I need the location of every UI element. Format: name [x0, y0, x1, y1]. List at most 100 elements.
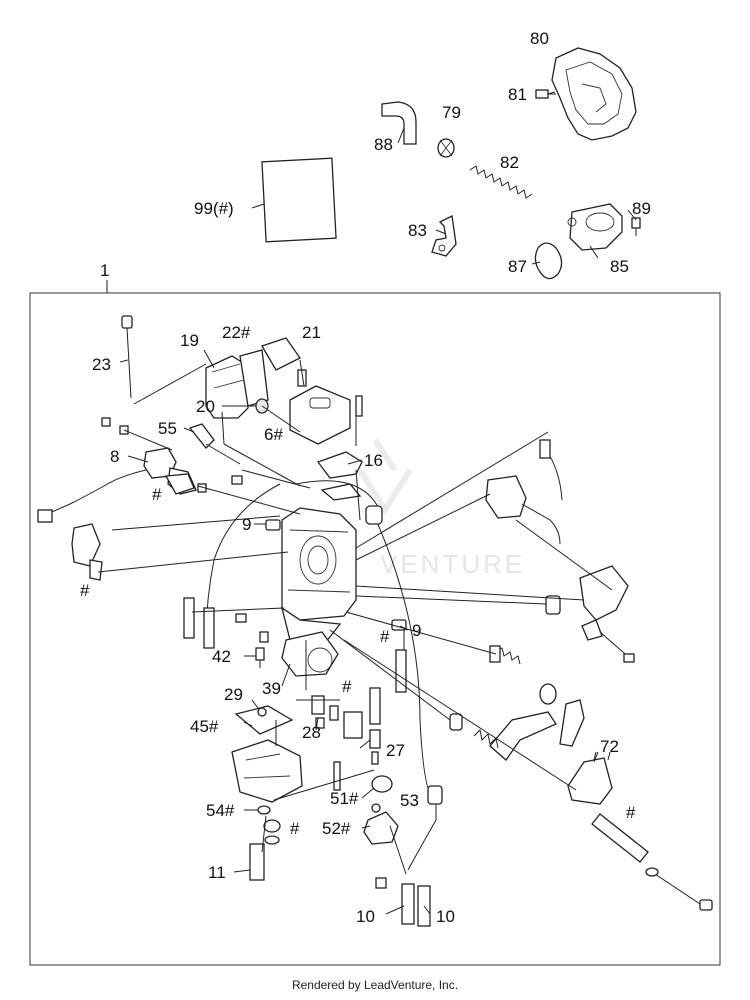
part-accelerator-pump[interactable]	[329, 705, 363, 739]
watermark-logo	[357, 438, 413, 516]
callout-19: 19	[180, 331, 199, 350]
callout-plug-hash: #	[290, 819, 300, 838]
callout-11: 11	[208, 863, 226, 882]
part-10-hose-left[interactable]	[401, 883, 415, 925]
callout-51: 51#	[330, 789, 359, 808]
part-screw-right[interactable]	[599, 631, 635, 663]
callout-54: 54#	[206, 801, 235, 820]
callout-hash-right: #	[380, 627, 390, 646]
part-washer[interactable]	[264, 835, 280, 845]
part-6-cover[interactable]	[289, 385, 363, 445]
part-idle-lever[interactable]	[71, 523, 103, 581]
part-99-gasket-sheet[interactable]	[261, 157, 337, 243]
part-throttle-shaft[interactable]	[591, 813, 713, 911]
callout-28: 28	[302, 723, 321, 742]
callout-82: 82	[500, 153, 519, 172]
reference-lines	[97, 359, 613, 875]
callout-55: 55	[158, 419, 177, 438]
part-27-main-jet[interactable]	[369, 729, 381, 765]
part-42-screw[interactable]	[255, 647, 265, 668]
callout-21: 21	[302, 323, 321, 342]
part-22-gasket[interactable]	[239, 349, 269, 407]
callout-42: 42	[212, 647, 231, 666]
part-8-plate[interactable]	[164, 473, 195, 495]
callout-hash-left: #	[80, 581, 90, 600]
part-81-screw[interactable]	[535, 89, 556, 99]
part-39-throttle-bore[interactable]	[281, 631, 339, 677]
part-plug[interactable]	[263, 819, 281, 833]
vent-tube-b	[203, 607, 215, 649]
carburetor-assembly-frame	[29, 292, 721, 966]
callout-6: 6#	[264, 425, 283, 444]
callout-8-hash: #	[152, 485, 162, 504]
part-hot-start-plunger[interactable]	[485, 439, 563, 545]
footer-credit: Rendered by LeadVenture, Inc.	[291, 978, 459, 992]
part-54-o-ring[interactable]	[257, 805, 271, 815]
callout-22: 22#	[222, 323, 251, 342]
part-51-diaphragm[interactable]	[371, 775, 393, 793]
callout-87: 87	[508, 257, 527, 276]
vent-tube-a	[183, 597, 195, 639]
part-float-bowl[interactable]	[231, 739, 303, 803]
callout-83: 83	[408, 221, 427, 240]
carburetor-body[interactable]	[280, 507, 357, 643]
callout-10-left: 10	[356, 907, 375, 926]
watermark-text: VENTURE	[380, 549, 525, 579]
callout-16: 16	[364, 451, 383, 470]
callout-45: 45#	[190, 717, 219, 736]
part-9-fitting-left[interactable]	[265, 519, 281, 531]
part-79-clip[interactable]	[437, 138, 455, 158]
part-16-clamp[interactable]	[316, 451, 363, 501]
callout-99: 99(#)	[194, 199, 234, 218]
part-29-screw[interactable]	[257, 707, 267, 717]
part-11-hose[interactable]	[249, 843, 265, 881]
callout-28-hash: #	[342, 677, 352, 696]
part-pulley-spring[interactable]	[489, 645, 557, 705]
part-29-top-cover[interactable]	[234, 705, 294, 735]
part-52-pump-cover[interactable]	[363, 811, 399, 845]
vent-tube-c	[395, 649, 407, 693]
callout-10-right: 10	[436, 907, 455, 926]
part-88-elbow-hose[interactable]	[381, 101, 417, 145]
part-85-intake-boot[interactable]	[567, 203, 623, 251]
callout-29: 29	[224, 685, 243, 704]
callout-27: 27	[386, 741, 405, 760]
part-21-plate[interactable]	[261, 337, 307, 387]
part-87-o-ring[interactable]	[534, 242, 563, 280]
part-53-spring[interactable]	[371, 803, 381, 813]
callout-85: 85	[610, 257, 629, 276]
part-19-top-cap[interactable]	[205, 355, 249, 419]
callout-53: 53	[400, 791, 419, 810]
callout-89: 89	[632, 199, 651, 218]
callout-72-hash: #	[626, 803, 636, 822]
leader-lines	[119, 91, 637, 915]
part-80-cover[interactable]	[551, 47, 637, 141]
callout-79: 79	[442, 103, 461, 122]
callout-88: 88	[374, 135, 393, 154]
part-23-jet-needle[interactable]	[121, 315, 133, 399]
part-roller[interactable]	[545, 595, 561, 615]
part-83-bracket[interactable]	[431, 215, 457, 257]
hose-fitting-2	[427, 785, 443, 805]
part-throttle-arm[interactable]	[489, 699, 585, 761]
part-82-spring[interactable]	[469, 165, 533, 199]
callout-20: 20	[196, 397, 215, 416]
callout-1: 1	[100, 261, 109, 280]
overflow-hose	[375, 519, 437, 871]
part-72-bracket[interactable]	[567, 751, 613, 805]
callout-labels: 1 80 81 79 88 82 99(#) 83 89 87 85 23 19…	[80, 29, 651, 926]
callout-72: 72	[600, 737, 619, 756]
part-89-screw[interactable]	[631, 217, 641, 236]
vent-tube-d	[369, 687, 381, 725]
callout-23: 23	[92, 355, 111, 374]
callout-39: 39	[262, 679, 281, 698]
callout-8: 8	[110, 447, 119, 466]
callout-9-left: 9	[242, 515, 251, 534]
part-throttle-lever[interactable]	[579, 565, 629, 641]
part-8-throttle-sensor[interactable]	[37, 447, 197, 523]
callout-9-right: 9	[412, 621, 421, 640]
part-collar[interactable]	[449, 713, 463, 731]
part-55-pilot-screw[interactable]	[188, 423, 241, 465]
hose-fitting	[365, 505, 383, 525]
